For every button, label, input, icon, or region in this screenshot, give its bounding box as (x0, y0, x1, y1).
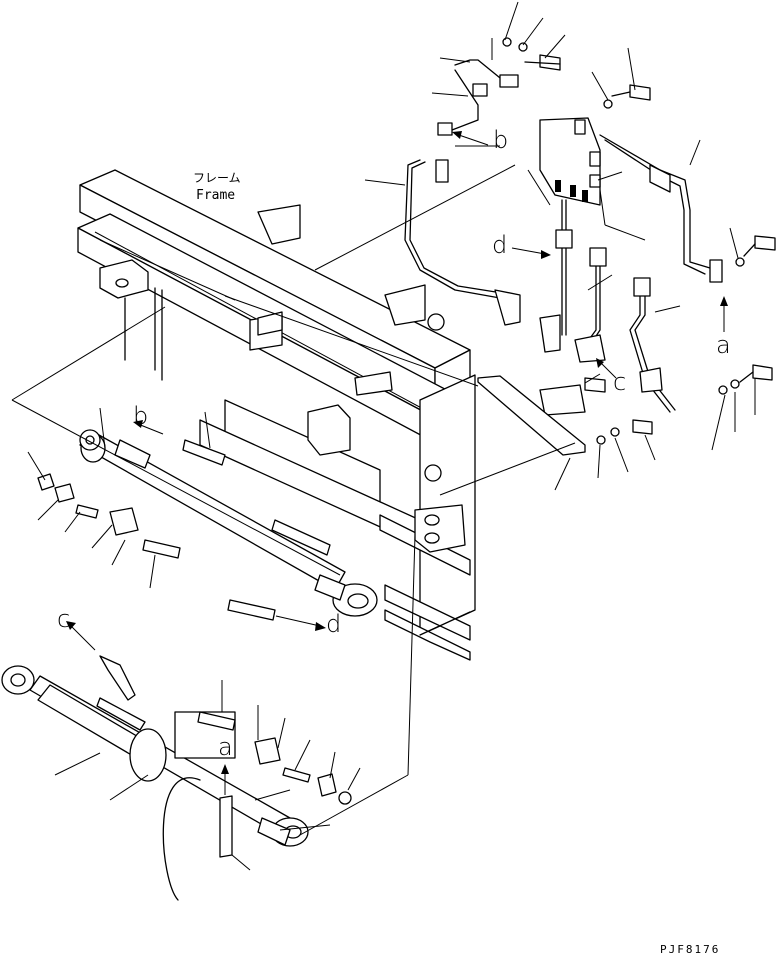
fasteners (37, 37, 776, 858)
pipes (404, 59, 723, 456)
flow-arrows (66, 131, 728, 795)
frame-carriage (77, 169, 476, 661)
drawing-code: PJF8176 (660, 943, 721, 956)
callout-c-right: c (613, 368, 627, 396)
frame-label-japanese: フレーム (193, 171, 241, 185)
callout-c-left: c (57, 605, 71, 633)
control-valve (539, 117, 601, 206)
frame-label-english: Frame (196, 188, 236, 203)
lower-cylinder (1, 665, 309, 901)
leader-lines (11, 1, 756, 871)
callout-b-left: b (133, 402, 149, 430)
callout-b-top: b (493, 126, 509, 154)
callout-d-top: d (492, 231, 508, 259)
callout-a-bottom: a (218, 733, 233, 761)
upper-cylinder (79, 429, 378, 617)
callout-d-bottom: d (326, 610, 342, 638)
callout-a-top: a (716, 331, 731, 359)
